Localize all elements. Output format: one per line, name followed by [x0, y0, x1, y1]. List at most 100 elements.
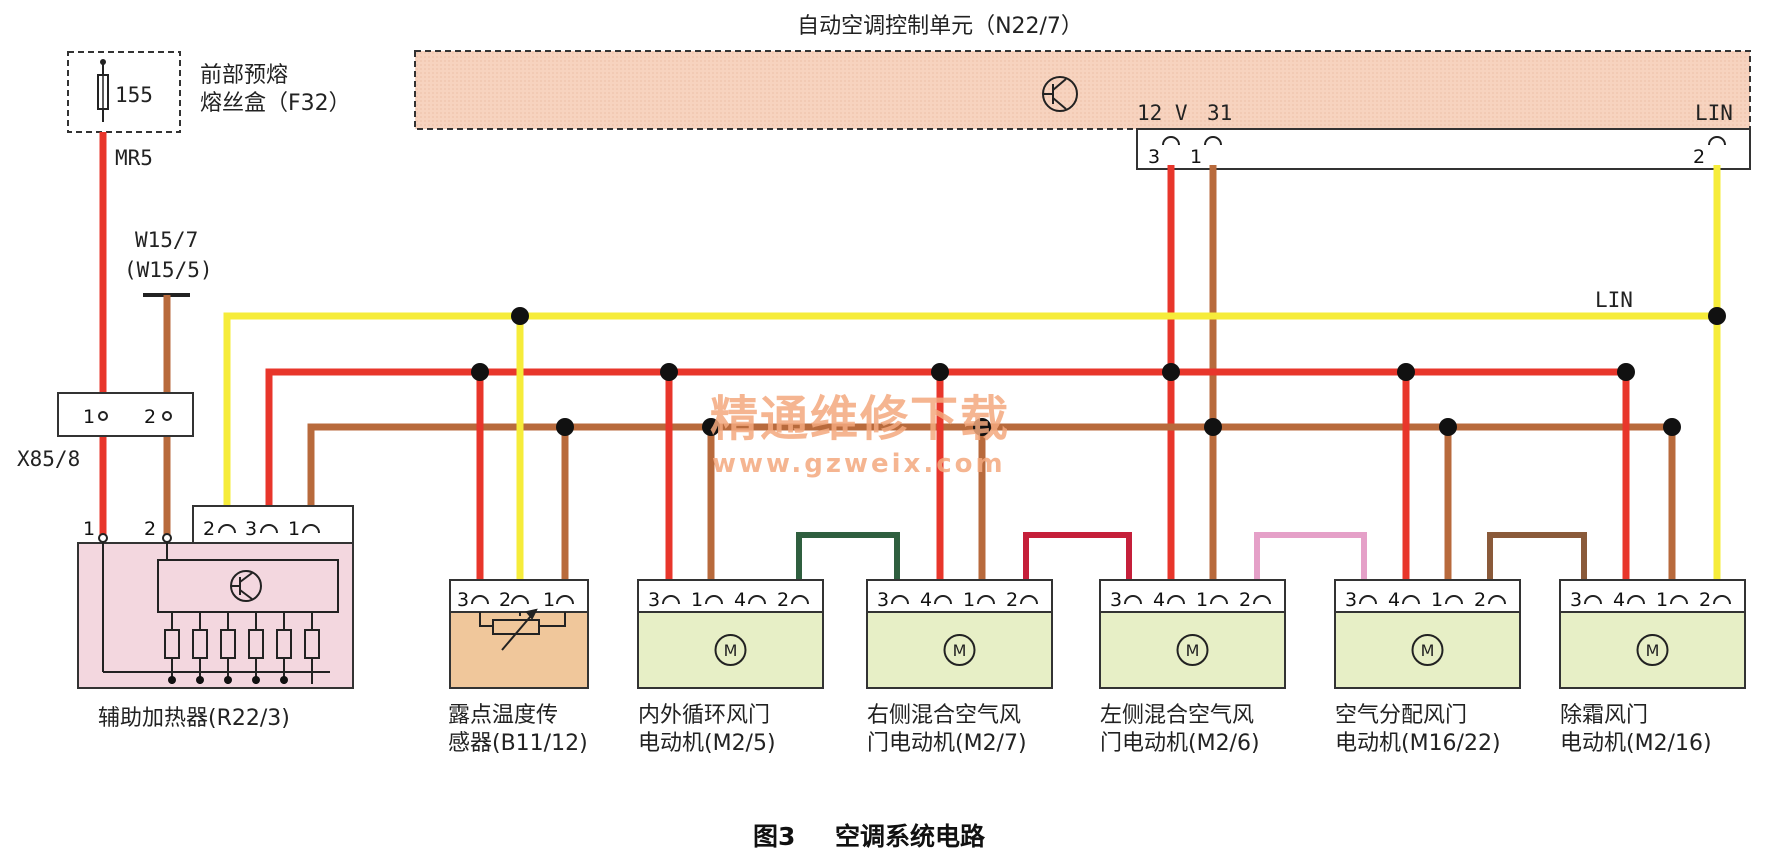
fuse-label-line2: 熔丝盒（F32） [200, 91, 351, 116]
motor-pin: 4 [1388, 589, 1400, 611]
motor-socket [705, 595, 723, 605]
x85-terminal [162, 411, 172, 421]
motor-socket [1210, 595, 1228, 605]
motor-label-line1: 空气分配风门 [1335, 703, 1467, 728]
motor-connector [637, 579, 824, 613]
motor-pin: 3 [1570, 589, 1582, 611]
motor-icon [1636, 634, 1669, 666]
ecu-pin-1: 1 [1190, 146, 1202, 168]
heater-socket [260, 524, 278, 534]
heater-label: 辅助加热器(R22/3) [98, 706, 290, 731]
sensor-socket [511, 595, 529, 605]
motor-label-line1: 除霜风门 [1560, 703, 1648, 728]
motor-socket [1713, 595, 1731, 605]
heater-ground-dots [168, 676, 288, 684]
motor-socket [791, 595, 809, 605]
ecu-title: 自动空调控制单元（N22/7） [797, 14, 1083, 39]
motor-socket [934, 595, 952, 605]
motor-socket [1124, 595, 1142, 605]
ecu-pin-3: 3 [1148, 146, 1160, 168]
ecu-pin-lin-label: LIN [1695, 101, 1733, 125]
ecu-connector [1136, 128, 1751, 170]
junction-dot [1439, 418, 1457, 436]
x85-terminal [98, 411, 108, 421]
motor-label-line2: 电动机(M2/5) [638, 731, 776, 756]
figure-title: 空调系统电路 [835, 822, 986, 851]
fuse-number: 155 [115, 83, 153, 107]
motor-symbol: M [1421, 641, 1435, 660]
motor-socket [748, 595, 766, 605]
motor-socket [891, 595, 909, 605]
ecu-socket [1162, 136, 1180, 146]
motor-pin: 1 [1196, 589, 1208, 611]
motor-socket [1167, 595, 1185, 605]
motor-pin: 4 [734, 589, 746, 611]
junction-dot [471, 363, 489, 381]
ground-label-line1: W15/7 [135, 228, 198, 252]
motor-socket [1020, 595, 1038, 605]
heater-top-pin: 1 [288, 518, 300, 540]
motor-icon [1411, 634, 1444, 666]
motor-icon [943, 634, 976, 666]
motor-icon [714, 634, 747, 666]
ecu-socket [1708, 136, 1726, 146]
junction-dot [1162, 363, 1180, 381]
fuse-label-line1: 前部预熔 [200, 63, 288, 88]
connector-label: X85/8 [17, 447, 80, 471]
wire-chain-m1-m2 [796, 532, 900, 590]
heater-pin-1: 1 [83, 518, 95, 540]
ecu-pin-12v-label: 12 V [1137, 101, 1188, 125]
ecu-pin-2: 2 [1693, 146, 1705, 168]
motor-pin: 1 [1656, 589, 1668, 611]
junction-dot [1617, 363, 1635, 381]
motor-pin: 4 [1613, 589, 1625, 611]
motor-pin: 1 [691, 589, 703, 611]
motor-pin: 3 [877, 589, 889, 611]
watermark-line2: www.gzweix.com [712, 449, 1006, 479]
junction-dot [702, 418, 720, 436]
motor-symbol: M [1646, 641, 1660, 660]
junction-dot [1708, 307, 1726, 325]
motor-socket [1488, 595, 1506, 605]
motor-connector [1099, 579, 1286, 613]
heater-socket [302, 524, 320, 534]
motor-socket [1670, 595, 1688, 605]
motor-socket [1627, 595, 1645, 605]
motor-symbol: M [724, 641, 738, 660]
x85-pin-2: 2 [144, 406, 156, 428]
ecu-transistor-icon [1042, 76, 1078, 112]
motor-label-line1: 左侧混合空气风 [1100, 703, 1254, 728]
sensor-pin: 2 [499, 589, 511, 611]
motor-pin: 4 [1153, 589, 1165, 611]
heater-top-pin: 3 [245, 518, 257, 540]
resistor-icon [164, 629, 320, 659]
motor-label-line2: 门电动机(M2/7) [867, 731, 1027, 756]
motor-label-line2: 电动机(M16/22) [1335, 731, 1501, 756]
fuse-icon [97, 59, 109, 122]
variable-resistor-icon [479, 608, 566, 651]
wire-chain-m4-m5 [1487, 532, 1587, 590]
motor-socket [1445, 595, 1463, 605]
motor-icon [1176, 634, 1209, 666]
motor-connector [866, 579, 1053, 613]
junction-dot [1397, 363, 1415, 381]
fuse-wire-label: MR5 [115, 146, 153, 170]
heater-top-connector [192, 505, 354, 544]
sensor-label-line2: 感器(B11/12) [448, 731, 588, 756]
ground-label-line2: (W15/5) [124, 258, 213, 282]
wire-lin-bus [223, 312, 1717, 537]
junction-dots [471, 307, 1726, 436]
heater-terminal [162, 533, 172, 543]
motor-connector [1559, 579, 1746, 613]
motor-pin: 2 [1006, 589, 1018, 611]
motor-socket [977, 595, 995, 605]
fuse-box [67, 51, 181, 133]
motor-label-line2: 电动机(M2/16) [1560, 731, 1712, 756]
motor-pin: 1 [963, 589, 975, 611]
